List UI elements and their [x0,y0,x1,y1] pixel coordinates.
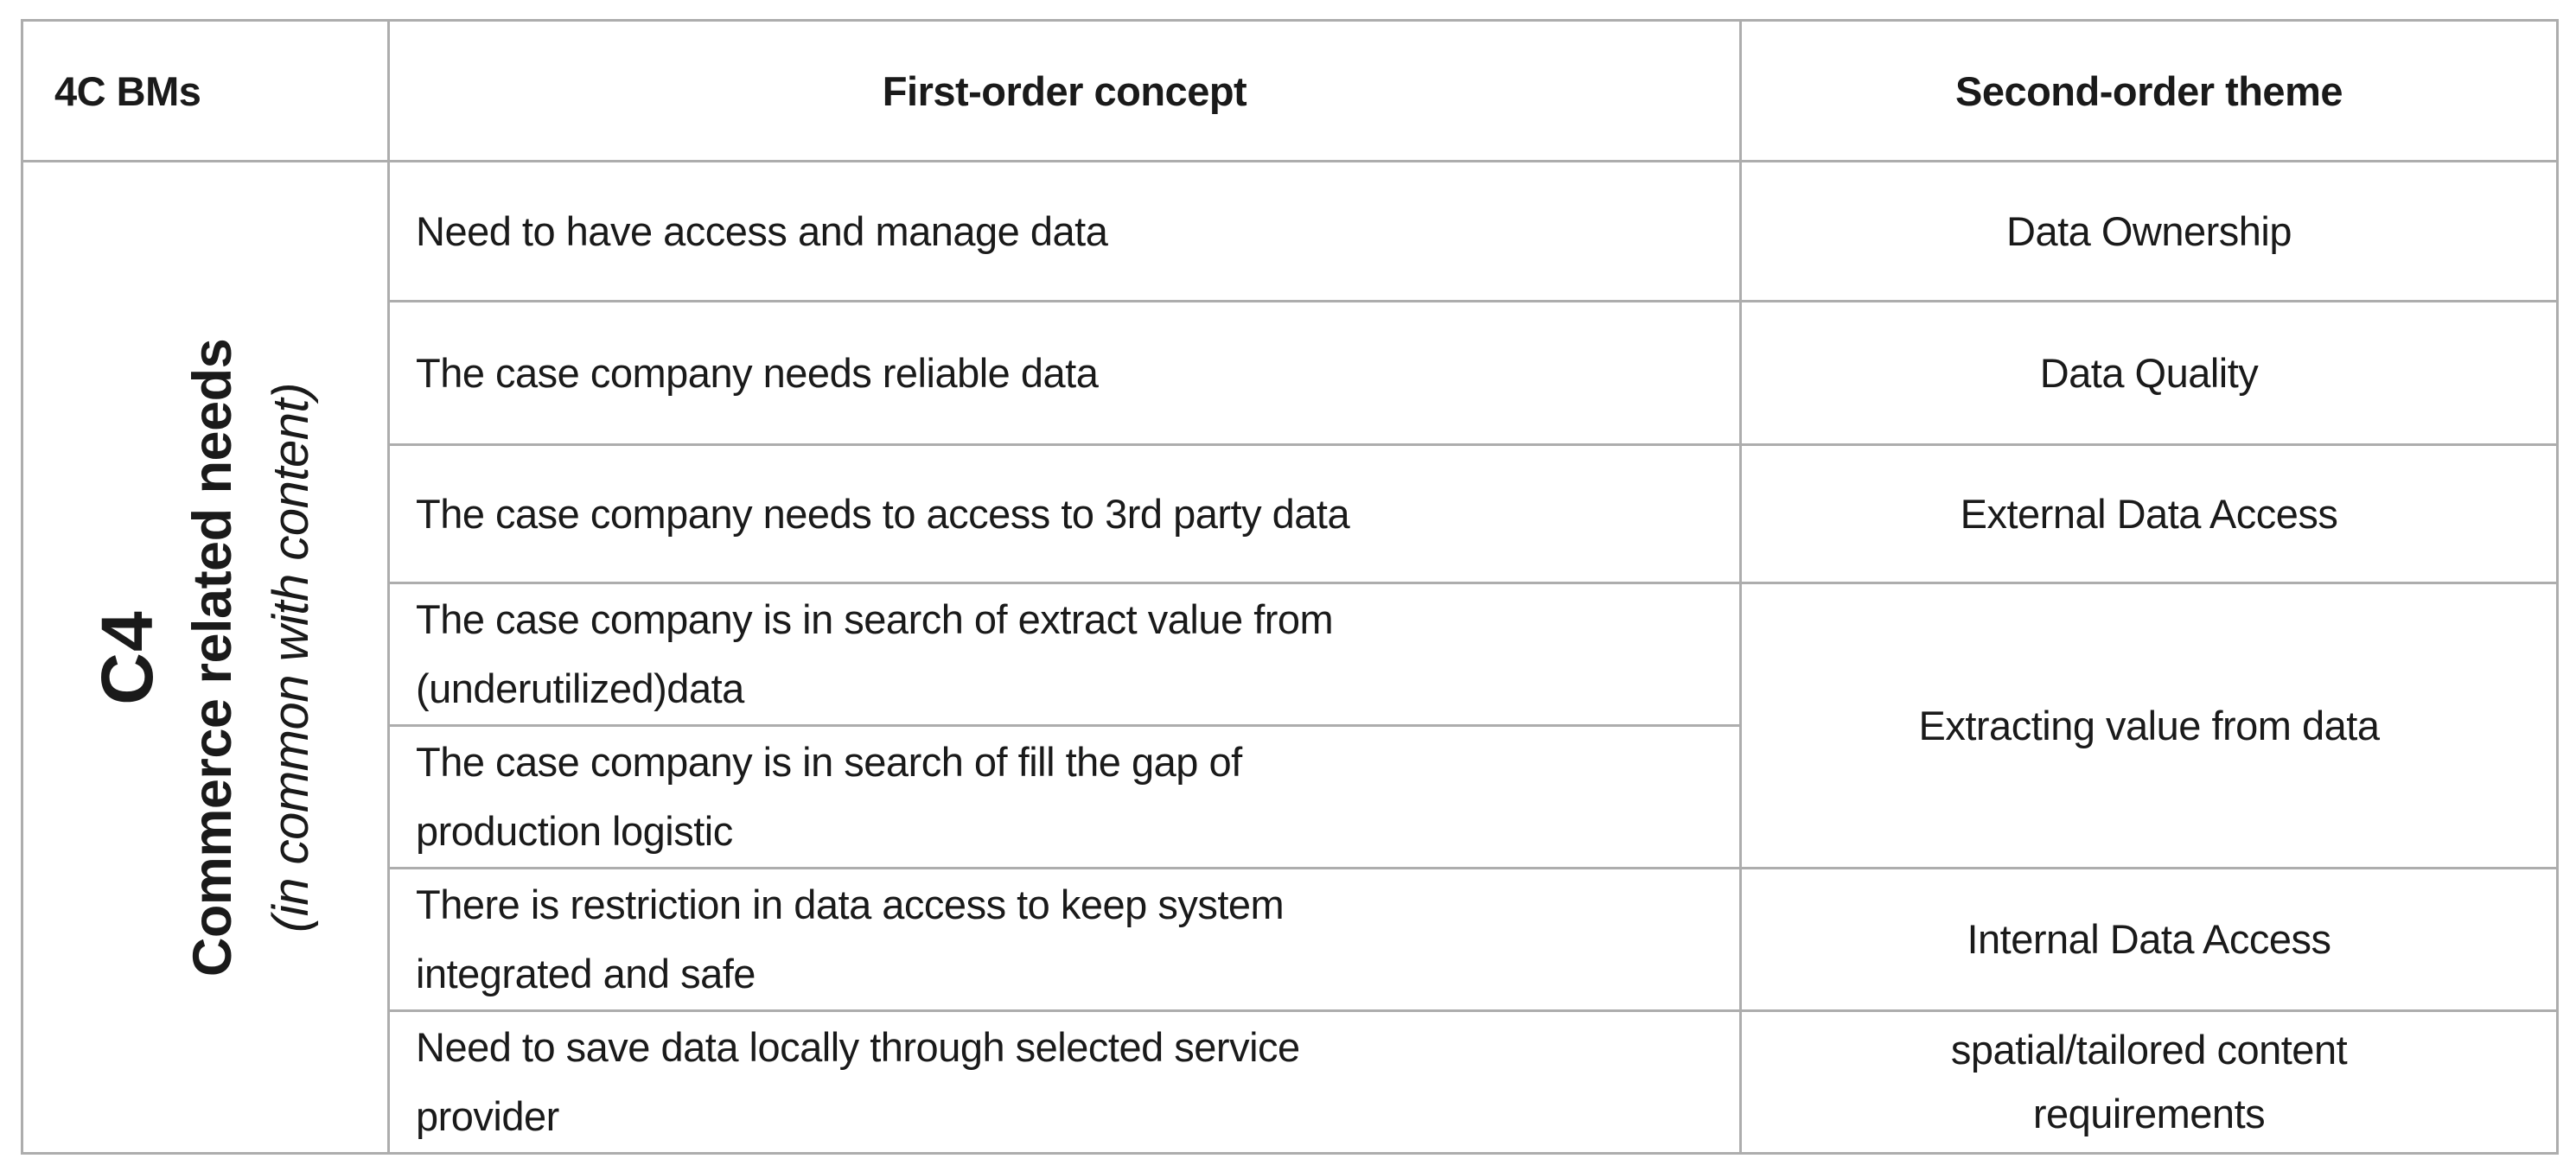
group-code: C4 [86,609,168,705]
group-title: Commerce related needs [182,338,243,977]
table-row: There is restriction in data access to k… [22,867,2559,1012]
header-row: 4C BMs First-order concept Second-order … [21,19,2559,162]
coding-table: 4C BMs First-order concept Second-order … [21,19,2559,1155]
table-row: The case company is in search of fill th… [22,724,2558,869]
concept-cell: The case company needs reliable data [387,300,1742,446]
group-cell: C4 Commerce related needs (in common wit… [21,160,390,1155]
theme-cell: Data Quality [1739,300,2559,446]
table-row: C4 Commerce related needs (in common wit… [21,160,2559,1155]
concept-cell: The case company needs to access to 3rd … [387,443,1742,584]
table-row: The case company needs reliable data Dat… [22,300,2559,446]
concept-cell: Need to have access and manage data [387,160,1742,302]
theme-cell: spatial/tailored content requirements [1739,1009,2559,1155]
concept-cell: There is restriction in data access to k… [387,867,1742,1012]
theme-cell: External Data Access [1739,443,2559,584]
table-row: The case company is in search of extract… [22,582,2559,869]
table-row: The case company needs to access to 3rd … [22,443,2559,584]
header-first-order-concept: First-order concept [387,19,1742,162]
theme-cell: Internal Data Access [1739,867,2559,1012]
header-second-order-theme: Second-order theme [1739,19,2559,162]
theme-cell-merged: Extracting value from data [1739,582,2559,869]
concept-cell: Need to save data locally through select… [387,1009,1742,1155]
header-4c-bms: 4C BMs [21,19,390,162]
concept-cell: The case company is in search of extract… [387,582,1742,727]
concept-cell: The case company is in search of fill th… [387,724,1742,869]
theme-cell: Data Ownership [1739,160,2559,302]
table-row: Need to save data locally through select… [22,1009,2559,1155]
group-subtitle: (in common with content) [262,382,319,933]
rotated-group-label: C4 Commerce related needs (in common wit… [82,178,329,1137]
